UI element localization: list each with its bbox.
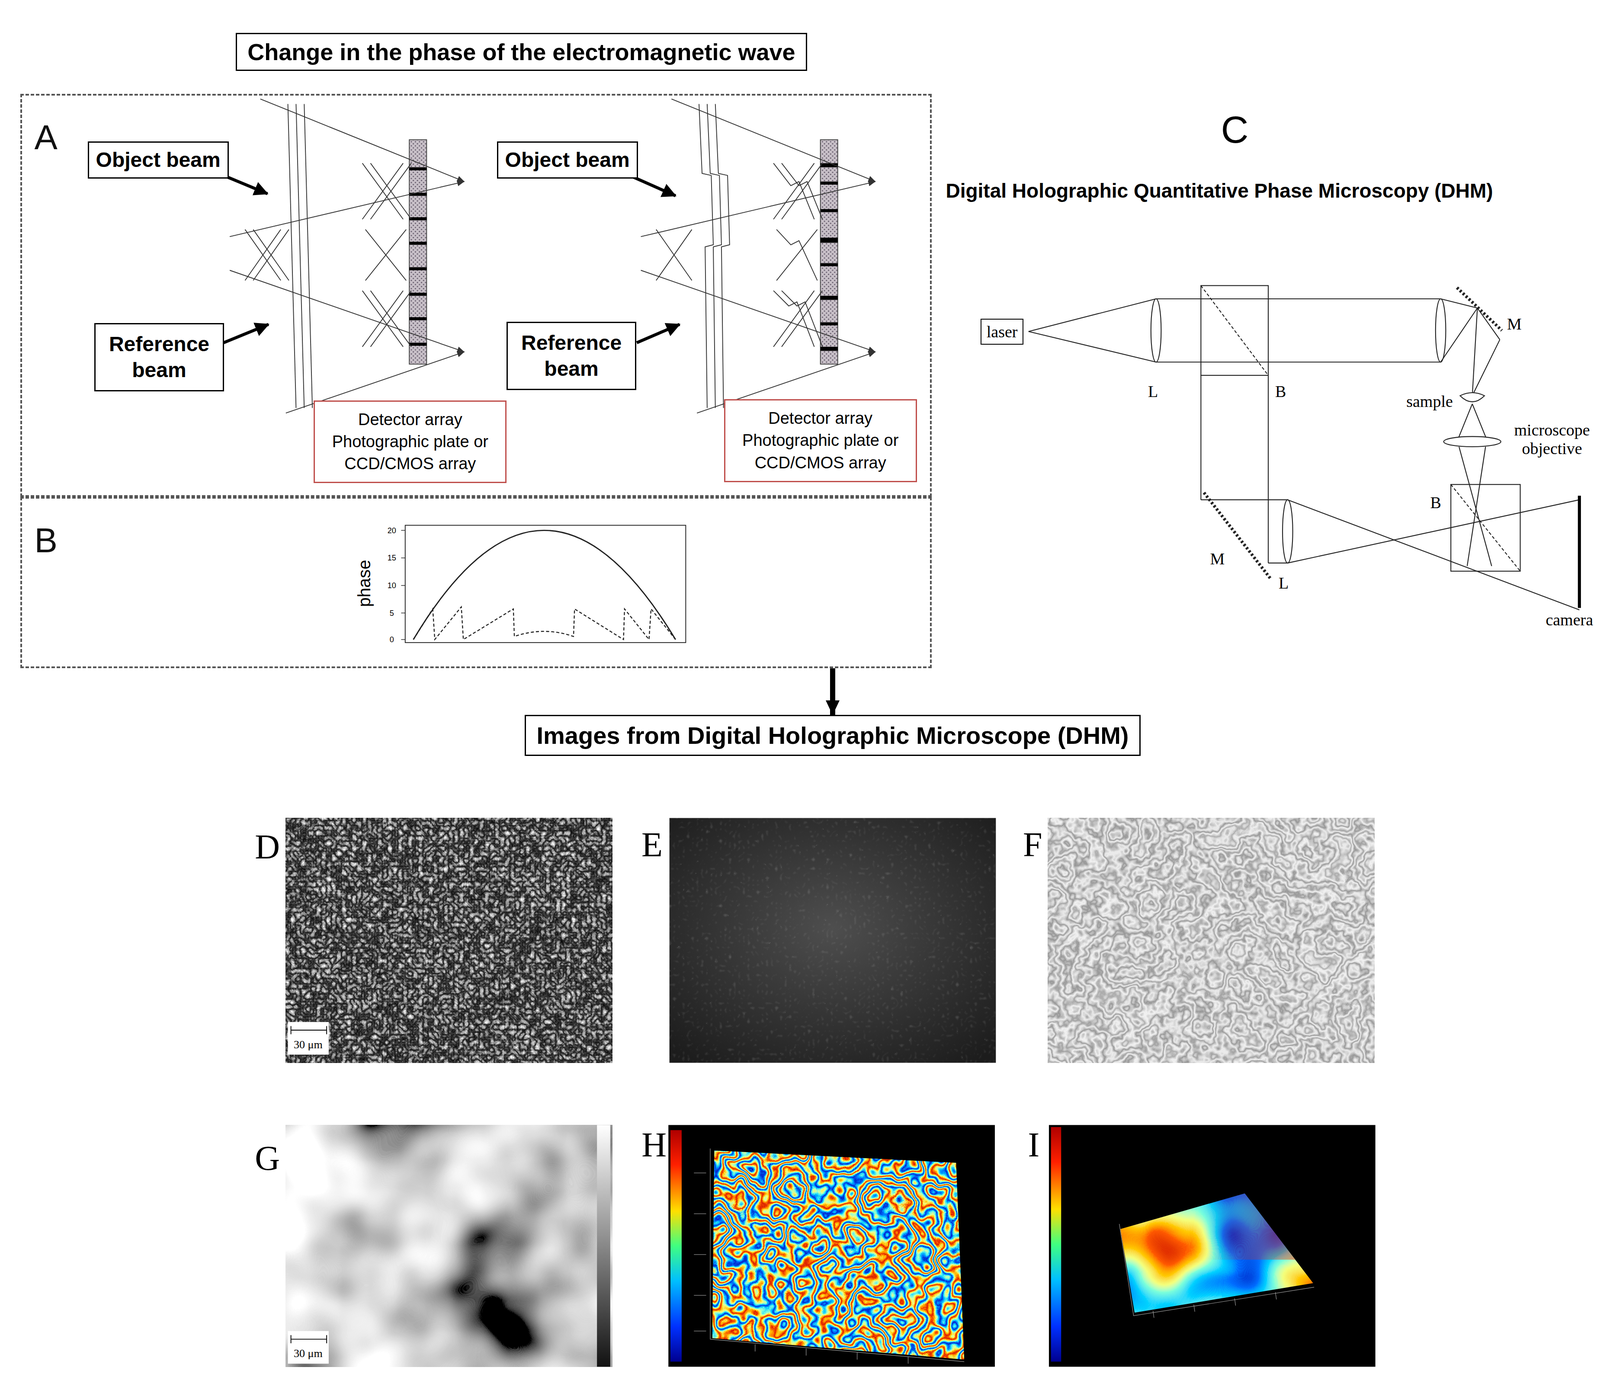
tick-label: 15	[387, 553, 397, 563]
panel-letter: C	[1221, 107, 1249, 152]
beam-label: Object beam	[496, 141, 639, 179]
axis-title: phase	[354, 560, 375, 608]
dhm-images	[285, 817, 1376, 1367]
title-text: Change in the phase of the electromagnet…	[247, 38, 796, 66]
part-label: L	[1278, 574, 1289, 594]
box-text: Images from Digital Holographic Microsco…	[536, 721, 1129, 750]
image-letter: G	[254, 1138, 280, 1179]
beam-label: Reference beam	[506, 321, 637, 391]
panel-region: A Object beamReference beamDetector array…	[20, 93, 932, 497]
image-letter: H	[641, 1125, 667, 1165]
box-text: Object beam	[96, 147, 221, 174]
tick-label: 0	[389, 635, 395, 645]
scale-bar-label: 30 μm	[292, 1038, 324, 1052]
panel-region: B	[20, 496, 932, 669]
image-letter: F	[1022, 824, 1043, 865]
part-label: microscope objective	[1508, 420, 1596, 459]
panel-title: Digital Holographic Quantitative Phase M…	[916, 179, 1523, 203]
detector-box: Detector array Photographic plate or CCD…	[313, 400, 507, 484]
tick-label: 5	[389, 608, 395, 618]
laser-box: laser	[980, 318, 1024, 345]
dhm-setup	[1028, 285, 1580, 610]
hologram-right	[641, 99, 876, 414]
box-text: Reference beam	[513, 330, 629, 382]
part-label: camera	[1545, 610, 1594, 630]
hologram-left	[229, 99, 465, 414]
phase-plot	[400, 525, 686, 643]
box-text: Detector array Photographic plate or CCD…	[327, 408, 493, 476]
box-text: Reference beam	[101, 331, 217, 384]
tick-label: 20	[387, 525, 397, 536]
image-letter: E	[641, 824, 663, 865]
title-box: Change in the phase of the electromagnet…	[235, 32, 807, 71]
box-text: Object beam	[505, 147, 630, 174]
image-letter: D	[254, 827, 280, 867]
part-label: B	[1430, 493, 1442, 513]
part-label: sample	[1406, 392, 1453, 412]
part-label: M	[1507, 314, 1522, 334]
part-label: M	[1209, 549, 1225, 569]
part-label: L	[1147, 382, 1158, 402]
flow-arrow	[830, 668, 836, 716]
box-text: laser	[986, 322, 1018, 342]
image-letter: I	[1027, 1125, 1040, 1165]
pointer-arrows	[223, 175, 680, 344]
scale-bar-label: 30 μm	[292, 1347, 324, 1361]
panel-letter: B	[34, 523, 58, 558]
beam-label: Object beam	[87, 141, 229, 179]
section-heading-box: Images from Digital Holographic Microsco…	[524, 715, 1141, 757]
beam-label: Reference beam	[94, 323, 225, 392]
panel-letter: A	[34, 120, 58, 155]
tick-label: 10	[387, 581, 397, 591]
detector-box: Detector array Photographic plate or CCD…	[724, 399, 918, 483]
part-label: B	[1275, 382, 1286, 402]
box-text: Detector array Photographic plate or CCD…	[738, 407, 903, 475]
